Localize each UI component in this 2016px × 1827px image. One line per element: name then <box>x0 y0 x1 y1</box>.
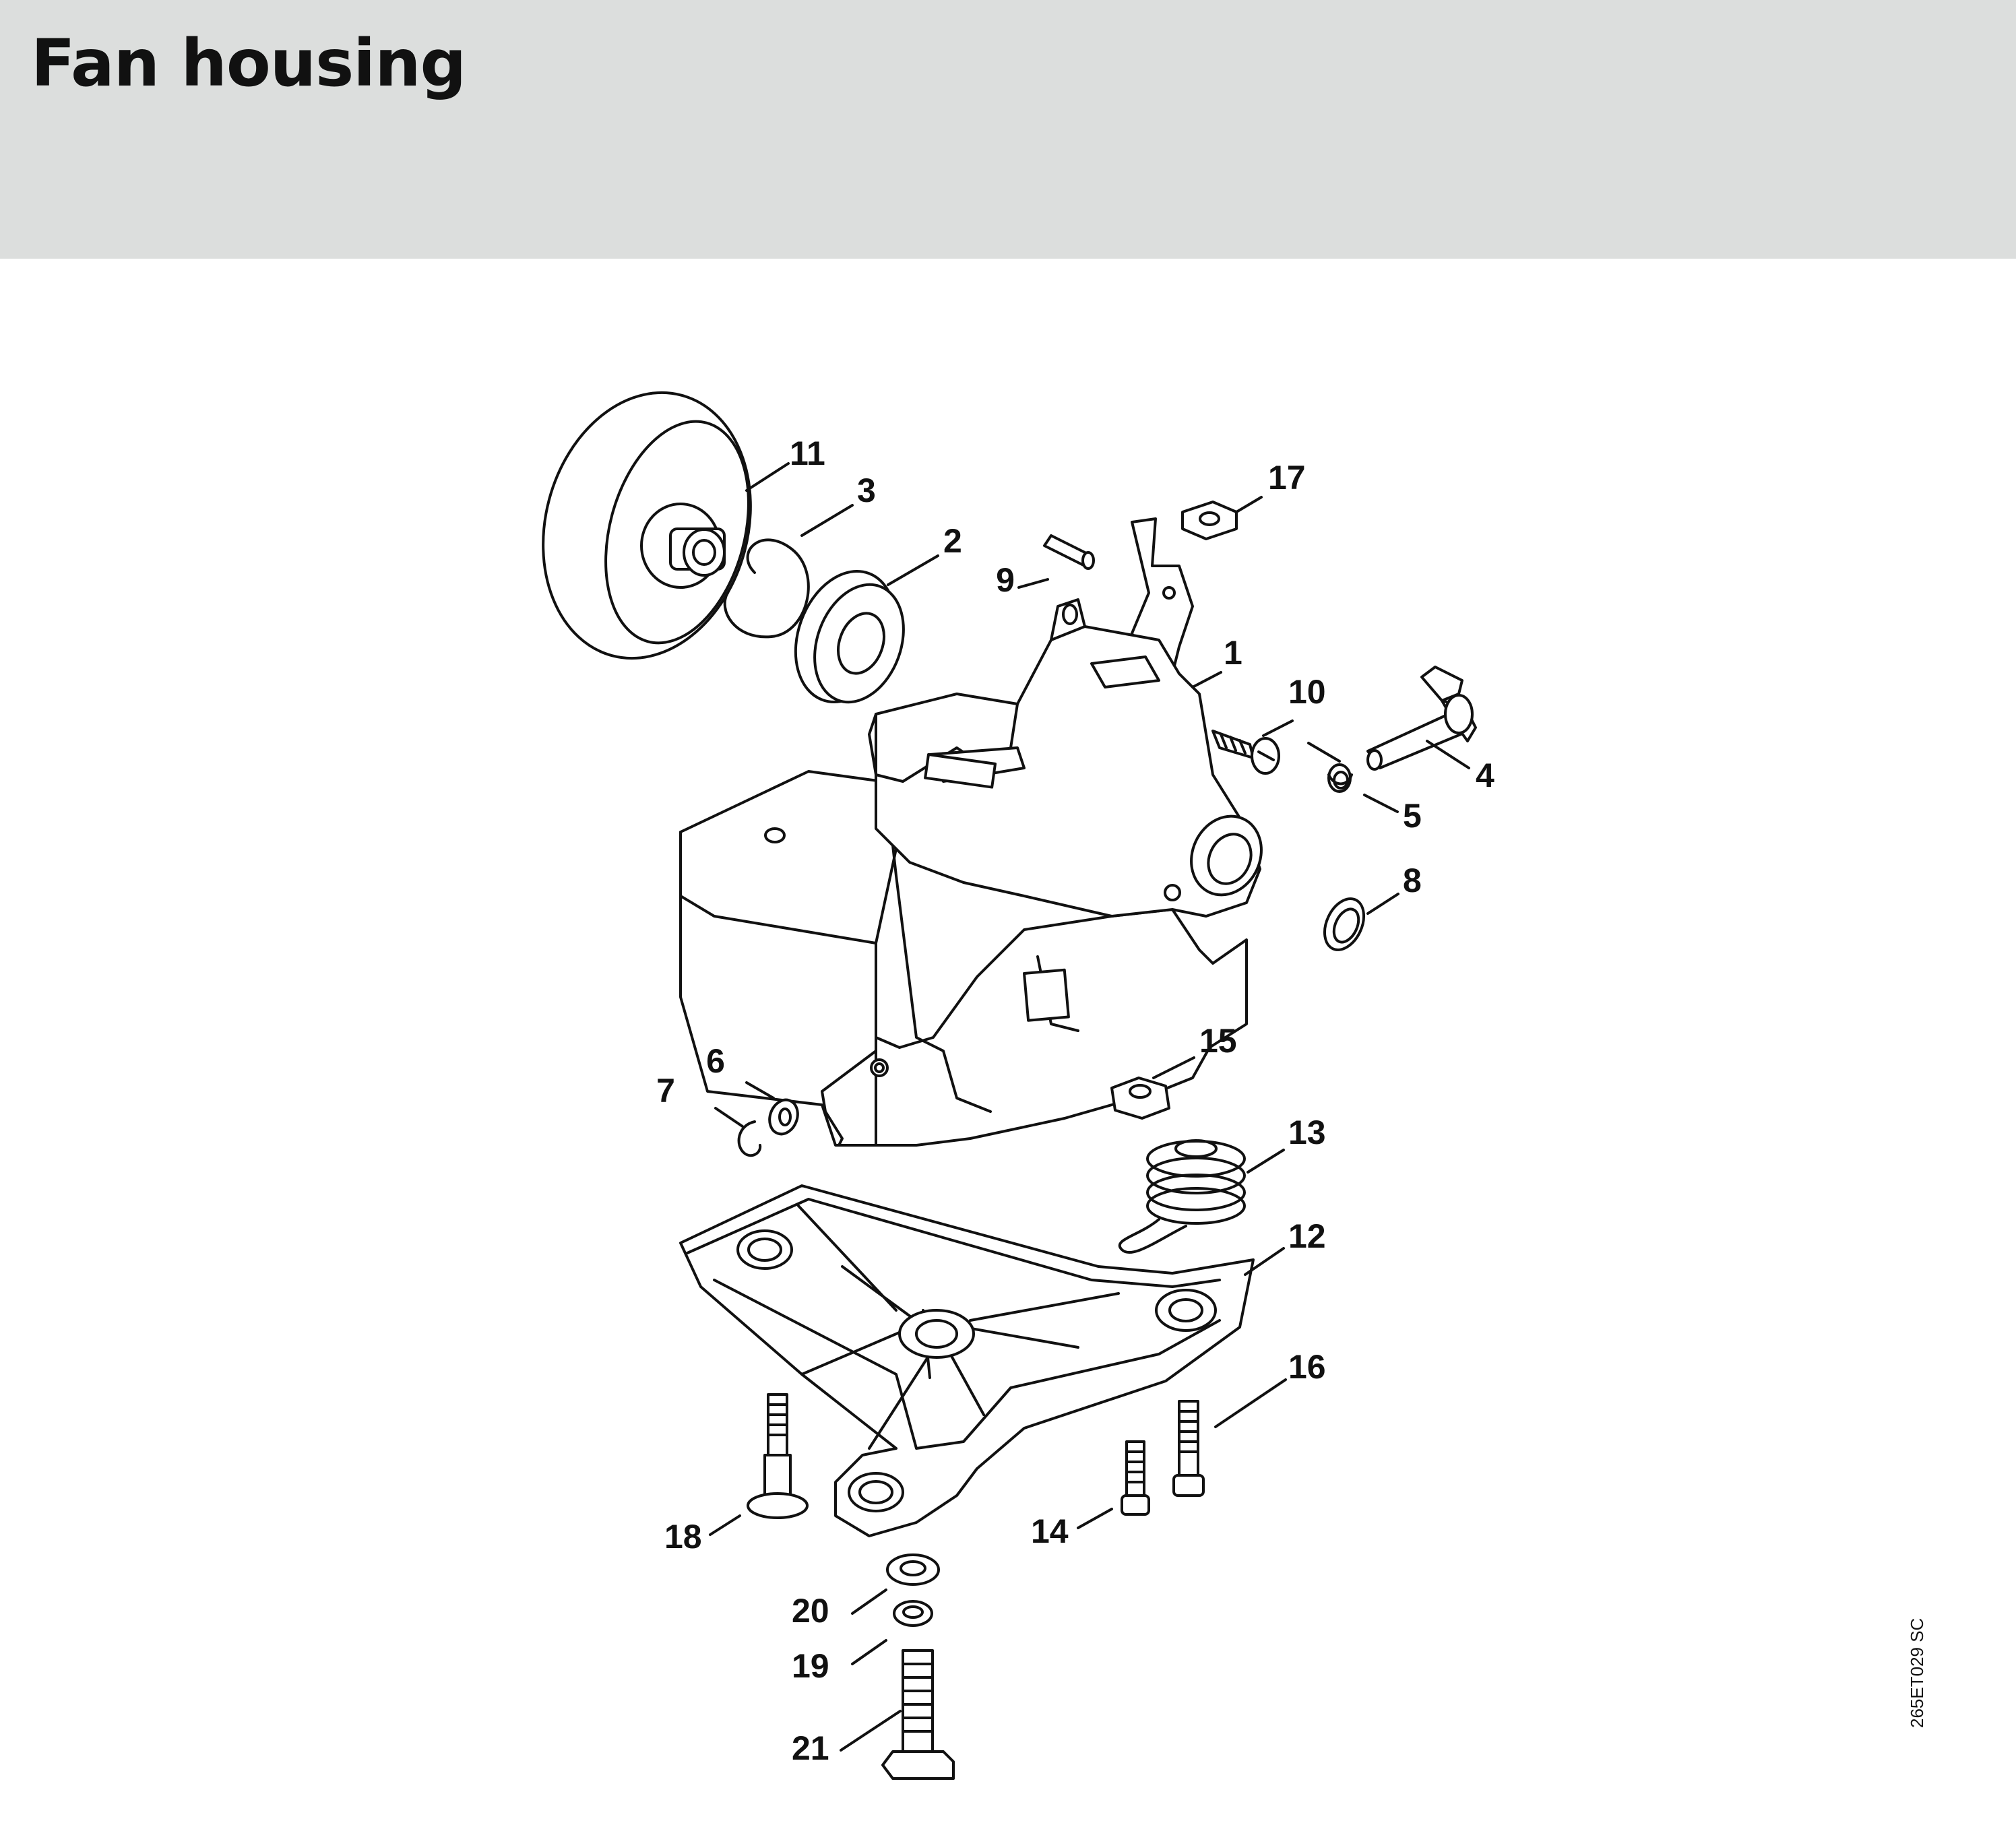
page-title: Fan housing <box>31 26 466 101</box>
lever-plate-part <box>1131 517 1194 675</box>
callout-5: 5 <box>1403 797 1422 835</box>
callout-14: 14 <box>1031 1512 1069 1550</box>
callout-18: 18 <box>664 1518 702 1556</box>
callout-11: 11 <box>790 435 825 472</box>
header-bar: Fan housing <box>0 0 2016 259</box>
spring-washer-part <box>893 1600 933 1627</box>
e-clip-part <box>737 1120 762 1157</box>
screw-part <box>1211 730 1280 775</box>
callout-10: 10 <box>1288 673 1326 711</box>
callout-6: 6 <box>706 1042 725 1080</box>
callout-9: 9 <box>996 561 1015 599</box>
lever-shaft-part <box>1366 666 1477 771</box>
plain-washer-part <box>886 1553 940 1586</box>
fan-housing-part <box>679 598 1263 1147</box>
spring-part <box>1327 763 1353 793</box>
short-screw-part <box>1121 1440 1150 1516</box>
flange-nut-part <box>1110 1077 1170 1120</box>
drawing-reference-code: 265ET029 SC <box>1907 1617 1927 1728</box>
callout-2: 2 <box>943 522 962 560</box>
callout-numbers: 11 3 2 9 17 1 10 4 5 8 15 6 7 13 12 16 1… <box>656 435 1494 1767</box>
callout-13: 13 <box>1288 1114 1326 1151</box>
long-screw-part <box>1172 1400 1205 1497</box>
callout-16: 16 <box>1288 1348 1326 1386</box>
callout-7: 7 <box>656 1072 675 1110</box>
callout-21: 21 <box>792 1729 829 1767</box>
callout-8: 8 <box>1403 862 1422 899</box>
compression-spring-part <box>1118 1139 1246 1254</box>
callout-17: 17 <box>1268 459 1306 496</box>
callout-19: 19 <box>792 1647 829 1685</box>
callout-3: 3 <box>857 472 876 509</box>
circlip-part <box>723 538 810 639</box>
stud-bolt-part <box>747 1393 809 1519</box>
pin-part <box>1043 534 1095 570</box>
leader-lines <box>709 462 1470 1752</box>
ball-bearing-part <box>794 570 905 704</box>
washer-part <box>768 1098 799 1136</box>
hex-nut-part <box>1181 501 1238 540</box>
callout-15: 15 <box>1199 1022 1237 1060</box>
base-plate-part <box>679 1184 1255 1537</box>
clutch-drum-part <box>542 391 752 660</box>
callout-4: 4 <box>1476 757 1494 794</box>
callout-1: 1 <box>1224 634 1242 672</box>
callout-12: 12 <box>1288 1217 1326 1255</box>
hex-bolt-part <box>881 1649 955 1780</box>
callout-20: 20 <box>792 1592 829 1630</box>
clip-ring-part <box>1323 897 1366 951</box>
